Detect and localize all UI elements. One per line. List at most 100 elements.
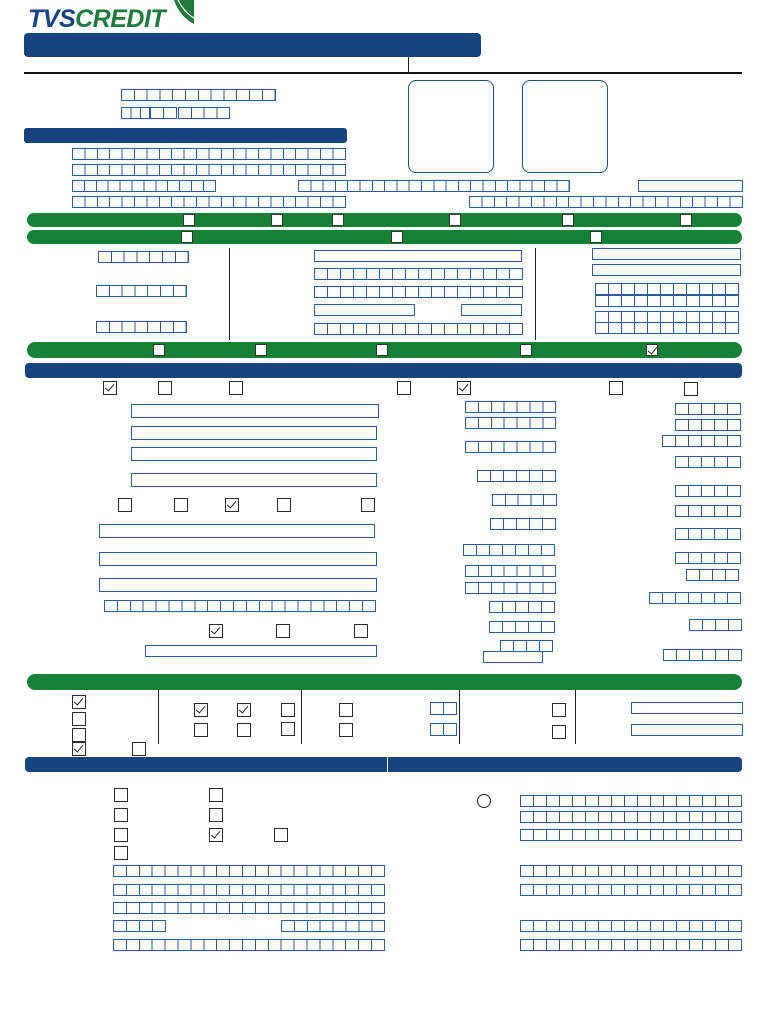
address-type-checkbox-6[interactable] [609,381,623,395]
field-addr-mid-10[interactable] [489,601,555,613]
field-name-row-2[interactable] [72,164,346,176]
green-bar-1-checkbox-3[interactable] [332,214,344,226]
field-addr-mid-3[interactable] [465,441,557,453]
field-name-row-3-mid[interactable] [298,180,570,192]
green-bar-1-checkbox-6[interactable] [680,214,692,226]
green-bar-1-checkbox-1[interactable] [183,214,195,226]
field-date-month[interactable] [150,107,177,119]
field-bottom-right-2[interactable] [520,811,742,823]
address-type-checkbox-7[interactable] [684,382,698,396]
field-date-year[interactable] [178,107,231,119]
income-checkbox-2[interactable] [237,703,251,717]
field-right-3[interactable] [592,264,741,276]
field-address-line-1[interactable] [131,404,379,418]
green-bar-1-checkbox-5[interactable] [562,214,574,226]
field-date-day[interactable] [121,107,151,119]
field-address-char-boxes[interactable] [104,600,376,612]
residence-checkbox-4[interactable] [277,498,291,512]
field-addr-mid-5[interactable] [492,494,557,506]
field-address-line-8[interactable] [145,645,377,657]
bottom-left-checkbox-7[interactable] [274,828,288,842]
field-short-below[interactable] [483,651,543,663]
field-addr-mid-12[interactable] [500,640,553,652]
field-addr-right-8[interactable] [675,552,741,564]
bottom-left-checkbox-2[interactable] [209,788,223,802]
green-bar-3-checkbox-2[interactable] [255,344,267,356]
income-checkbox-8[interactable] [339,723,353,737]
field-ref-2[interactable] [631,724,743,736]
field-addr-mid-2[interactable] [465,417,557,429]
income-checkbox-4[interactable] [194,723,208,737]
field-addr-right-1[interactable] [675,403,741,415]
field-address-line-5[interactable] [99,524,375,538]
green-bar-2-checkbox-1[interactable] [181,231,193,243]
field-bottom-left-2[interactable] [113,884,385,896]
field-name-row-3-left[interactable] [72,180,216,192]
field-col3-row6[interactable] [595,322,739,334]
field-col1-row3[interactable] [96,321,187,333]
residence-checkbox-2[interactable] [174,498,188,512]
field-mid-short-2[interactable] [461,304,522,316]
field-address-line-3[interactable] [131,447,377,461]
field-addr-mid-6[interactable] [490,518,556,530]
bottom-left-checkbox-8[interactable] [114,846,128,860]
field-col3-row4[interactable] [595,295,739,307]
income-checkbox-6[interactable] [281,722,295,736]
field-mid-1[interactable] [314,250,522,262]
bottom-left-checkbox-4[interactable] [209,808,223,822]
bank-checkbox-2[interactable] [552,725,566,739]
field-right-1[interactable] [638,180,743,192]
field-right-2[interactable] [592,248,741,260]
field-addr-right-4[interactable] [675,456,741,468]
field-addr-mid-7[interactable] [463,544,555,556]
field-address-line-4[interactable] [131,473,377,487]
green-bar-2-checkbox-2[interactable] [391,231,403,243]
field-addr-mid-4[interactable] [477,470,556,482]
bottom-left-checkbox-5[interactable] [114,828,128,842]
field-years-1[interactable] [430,702,457,715]
field-addr-mid-11[interactable] [489,621,555,633]
employment-checkbox-1[interactable] [72,695,86,709]
field-name-row-4-right[interactable] [469,196,743,208]
option-checkbox-3[interactable] [354,624,368,638]
bottom-left-checkbox-6[interactable] [209,828,223,842]
green-bar-3-checkbox-4[interactable] [520,344,532,356]
field-name-row-4-left[interactable] [72,196,346,208]
income-checkbox-1[interactable] [194,703,208,717]
income-checkbox-7[interactable] [339,703,353,717]
field-addr-mid-9[interactable] [465,582,557,594]
employment-checkbox-2[interactable] [72,712,86,726]
field-bottom-left-4a[interactable] [113,920,166,932]
employment-checkbox-5[interactable] [132,742,146,756]
address-type-checkbox-1[interactable] [103,381,117,395]
employment-checkbox-4[interactable] [72,742,86,756]
field-addr-right-9[interactable] [686,569,739,581]
field-col1-row2[interactable] [96,285,187,297]
field-bottom-left-4b[interactable] [281,920,386,932]
option-checkbox-2[interactable] [276,624,290,638]
field-bottom-right-5[interactable] [520,884,742,896]
field-bottom-right-4[interactable] [520,865,742,877]
field-col2-row5[interactable] [314,323,523,335]
field-addr-right-2[interactable] [675,419,741,431]
residence-checkbox-3[interactable] [225,498,239,512]
field-col2-row2[interactable] [314,268,523,280]
field-addr-right-5[interactable] [675,485,741,497]
field-addr-right-6[interactable] [675,505,741,517]
field-addr-mid-8[interactable] [465,565,557,577]
field-col3-row3[interactable] [595,283,739,295]
field-bottom-left-1[interactable] [113,865,385,877]
green-bar-3-checkbox-1[interactable] [153,344,165,356]
green-bar-3-checkbox-checked[interactable] [646,344,658,356]
bottom-left-checkbox-1[interactable] [114,788,128,802]
field-bottom-right-3[interactable] [520,829,742,841]
address-type-checkbox-4[interactable] [397,381,411,395]
field-address-line-6[interactable] [99,552,377,566]
address-type-checkbox-3[interactable] [229,381,243,395]
field-col2-row3[interactable] [314,286,523,298]
green-bar-1-checkbox-2[interactable] [271,214,283,226]
green-bar-2-checkbox-3[interactable] [590,231,602,243]
field-bottom-left-5[interactable] [113,939,385,951]
residence-checkbox-5[interactable] [361,498,375,512]
field-addr-right-7[interactable] [675,528,741,540]
